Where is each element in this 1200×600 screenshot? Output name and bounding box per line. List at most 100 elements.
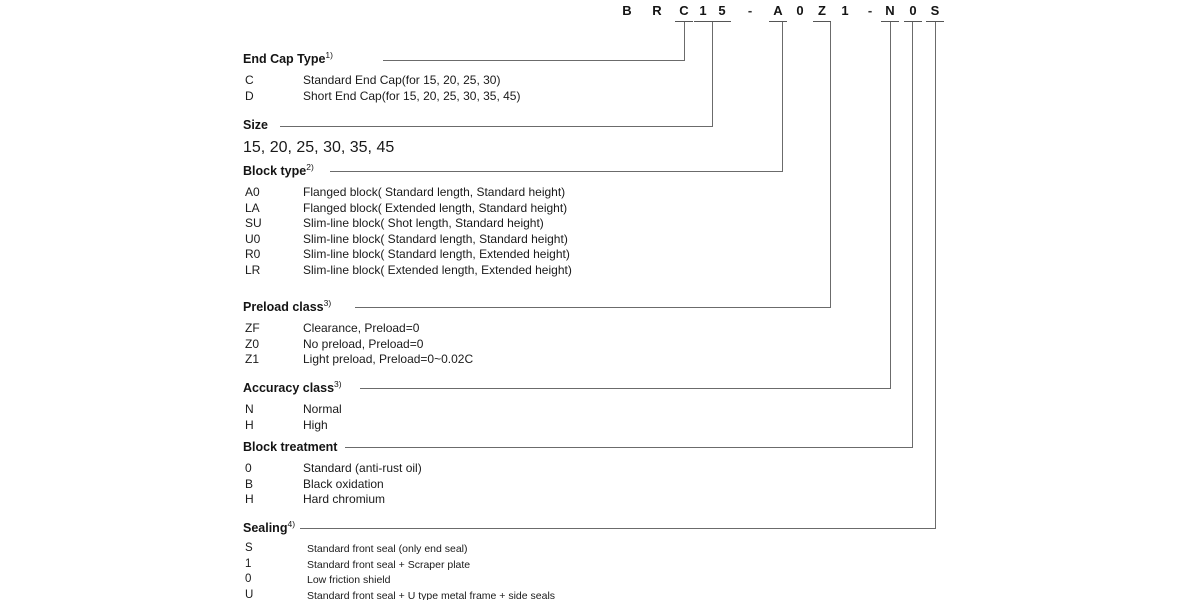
leader-drop-0 [684,22,685,60]
section-title-text: End Cap Type [243,52,326,66]
option-description: Light preload, Preload=0~0.02C [303,352,474,366]
section-title-preload-class: Preload class3) [243,297,332,314]
option-row: A0 Flanged block( Standard length, Standa… [243,185,565,201]
option-row: H Hard chromium [243,492,385,508]
leader-elbow-1 [280,126,714,127]
option-description: Standard End Cap(for 15, 20, 25, 30) [303,73,501,87]
option-description: No preload, Preload=0 [303,336,424,351]
option-description: Slim-line block( Standard length, Extend… [303,247,570,261]
option-description: Standard front seal + Scraper plate [307,558,471,571]
option-code: Z1 [245,352,260,366]
section-title-superscript: 4) [287,518,296,529]
code-underline-3 [813,21,831,22]
option-description: Standard front seal (only end seal) [307,543,468,555]
code-underline-1 [694,21,731,22]
option-code: 1 [245,557,252,570]
code-char-3: 1 [699,3,707,18]
option-code: N [245,402,254,416]
section-title-text: Block treatment [243,440,338,454]
option-description: Short End Cap(for 15, 20, 25, 30, 35, 45… [303,88,521,103]
leader-elbow-2 [330,171,784,172]
section-title-accuracy-class: Accuracy class3) [243,378,342,395]
section-title-superscript: 3) [334,378,342,389]
leader-drop-2 [782,22,783,171]
leader-drop-5 [912,22,913,447]
code-underline-0 [675,21,693,22]
code-char-4: 5 [718,3,726,18]
section-title-text: Sealing [243,521,288,535]
option-row: R0 Slim-line block( Standard length, Exte… [243,247,570,263]
option-description: Hard chromium [303,492,386,506]
option-code: A0 [245,185,260,199]
option-code: S [245,542,253,554]
option-description: Standard (anti-rust oil) [303,461,422,475]
code-underline-2 [769,21,787,22]
leader-elbow-4 [360,388,892,389]
option-row: Z1 Light preload, Preload=0~0.02C [243,352,473,368]
option-code: R0 [245,247,261,261]
option-description: Black oxidation [303,476,384,491]
option-row: U0 Slim-line block( Standard length, Stan… [243,231,568,248]
option-description: Normal [303,402,342,416]
leader-elbow-3 [355,307,832,308]
option-row: S Standard front seal (only end seal) [243,542,468,558]
leader-elbow-5 [345,447,914,448]
option-code: U0 [245,231,261,246]
option-code: C [245,73,254,87]
code-char-2: C [679,3,689,18]
section-size: Size 15, 20, 25, 30, 35, 45 [243,118,394,157]
section-title-text: Preload class [243,300,324,314]
option-list-end-cap-type: C Standard End Cap(for 15, 20, 25, 30) D Sh… [243,73,520,105]
code-underline-5 [904,21,922,22]
code-char-7: 0 [796,3,804,18]
option-code: H [245,492,254,506]
option-row: C Standard End Cap(for 15, 20, 25, 30) [243,73,500,89]
option-code: D [245,88,254,103]
option-description: Flanged block( Standard length, Standard… [303,185,566,199]
code-char-1: R [652,3,662,18]
option-code: LA [245,200,260,215]
leader-drop-1 [712,22,713,126]
section-sealing: Sealing4) S Standard front seal (only end … [243,518,555,600]
section-title-superscript: 3) [323,297,332,308]
code-char-11: N [885,3,895,18]
code-char-0: B [622,3,632,18]
option-row: 1 Standard front seal + Scraper plate [243,557,470,574]
code-char-6: A [773,3,783,18]
option-description: Low friction shield [307,574,391,586]
option-code: ZF [245,321,260,335]
section-title-superscript: 1) [325,49,333,60]
option-code: LR [245,262,261,277]
section-title-block-treatment: Block treatment [243,440,337,454]
option-description: Slim-line block( Standard length, Standa… [303,231,568,246]
option-row: D Short End Cap(for 15, 20, 25, 30, 35, 4… [243,88,520,105]
option-description: Clearance, Preload=0 [303,321,420,335]
section-title-end-cap-type: End Cap Type1) [243,49,333,66]
option-row: ZF Clearance, Preload=0 [243,321,419,337]
leader-drop-3 [830,22,831,307]
section-title-block-type: Block type2) [243,163,314,178]
option-description: Slim-line block( Extended length, Extend… [303,262,572,277]
code-char-8: Z [818,3,826,18]
code-char-9: 1 [841,3,849,18]
section-title-text: Size [243,118,269,132]
leader-elbow-6 [300,528,937,529]
option-row: LR Slim-line block( Extended length, Exte… [243,262,572,279]
section-value-size: 15, 20, 25, 30, 35, 45 [243,139,395,156]
section-end-cap-type: End Cap Type1) C Standard End Cap(for 15, … [243,49,520,105]
